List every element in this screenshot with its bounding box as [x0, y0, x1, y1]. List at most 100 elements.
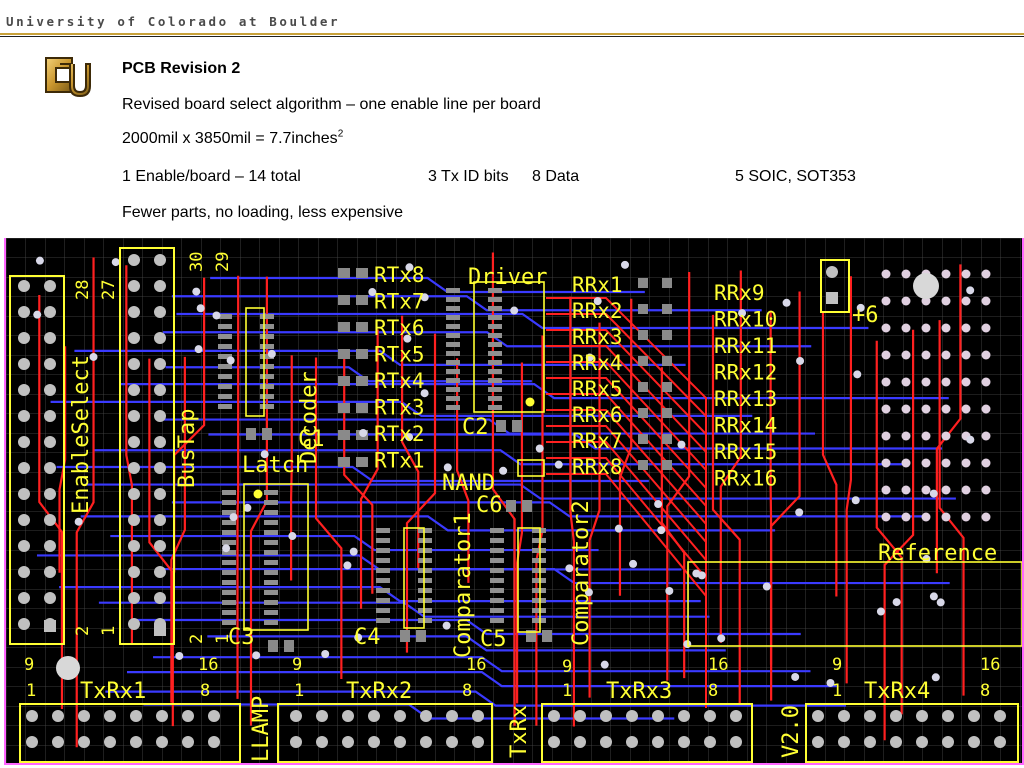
connector-pin-pad — [342, 736, 354, 748]
resistor-pad — [338, 322, 350, 332]
proto-hole — [961, 458, 971, 468]
via — [35, 256, 44, 265]
top-trace — [938, 320, 965, 696]
label-rrx14: RRx14 — [714, 414, 777, 438]
capacitor-pad — [512, 420, 522, 432]
label-txrx2: TxRx2 — [346, 679, 412, 704]
smd-pad — [418, 548, 432, 553]
smd-pad — [264, 540, 278, 545]
header-pin-pad — [154, 280, 166, 292]
smd-pad — [488, 315, 502, 320]
smd-pad — [222, 550, 236, 555]
bottom-trace — [93, 449, 908, 466]
label-rrx16: RRx16 — [714, 467, 777, 491]
connector-pin-pad — [182, 710, 194, 722]
proto-hole — [981, 512, 991, 522]
label-txrx1: TxRx1 — [80, 679, 146, 704]
via — [267, 349, 276, 358]
proto-hole — [901, 485, 911, 495]
via — [368, 288, 377, 297]
smd-pad — [532, 538, 546, 543]
smd-pad — [488, 405, 502, 410]
smd-pad — [222, 530, 236, 535]
resistor-pad — [356, 322, 368, 332]
proto-hole — [941, 323, 951, 333]
label-enable-select: EnableSelect — [69, 355, 94, 514]
label-rtx5: RTx5 — [374, 343, 425, 367]
label-rtx8: RTx8 — [374, 263, 425, 287]
smd-pad — [376, 608, 390, 613]
via — [212, 311, 221, 320]
smd-pad — [264, 550, 278, 555]
resistor-pad — [338, 403, 350, 413]
connector-pin-pad — [156, 710, 168, 722]
connector-pin-pad — [208, 736, 220, 748]
smd-pad — [532, 588, 546, 593]
label-nand: NAND — [442, 471, 495, 496]
proto-hole — [961, 350, 971, 360]
smd-pad — [532, 598, 546, 603]
resistor-pad — [662, 434, 672, 444]
resistor-pad — [356, 403, 368, 413]
label-rrx13: RRx13 — [714, 387, 777, 411]
smd-pad — [376, 558, 390, 563]
header-pin-pad — [154, 592, 166, 604]
connector-pin-pad — [342, 710, 354, 722]
via — [243, 503, 252, 512]
resistor-pad — [356, 295, 368, 305]
header-pin-pad — [128, 410, 140, 422]
proto-hole — [961, 377, 971, 387]
proto-hole — [921, 431, 931, 441]
pin-8-txrx3: 8 — [708, 681, 718, 701]
bottom-trace — [50, 400, 753, 417]
connector-pin-pad — [864, 710, 876, 722]
resistor-pad — [338, 430, 350, 440]
pin-1-txrx3: 1 — [562, 681, 572, 701]
connector-pin-pad — [316, 710, 328, 722]
connector-pin-pad — [942, 736, 954, 748]
smd-pad — [264, 490, 278, 495]
connector-pin-pad — [890, 736, 902, 748]
connector-pin-pad — [704, 710, 716, 722]
silkscreen-outlines — [9, 247, 1022, 763]
top-trace — [875, 340, 903, 715]
label-c2: C2 — [462, 415, 489, 440]
label-c5: C5 — [480, 627, 507, 652]
smd-pad — [488, 351, 502, 356]
label-lamp: LLAMP — [249, 696, 274, 762]
via — [420, 293, 429, 302]
resistor-pad — [662, 356, 672, 366]
smd-pad — [446, 297, 460, 302]
bottom-trace — [56, 465, 649, 483]
top-trace — [400, 315, 420, 568]
smd-pad — [446, 333, 460, 338]
header-pin-pad — [44, 332, 56, 344]
resistor-pad — [662, 330, 672, 340]
label-plus6: +6 — [852, 303, 879, 328]
connector-pin-pad — [626, 710, 638, 722]
proto-hole — [881, 377, 891, 387]
smd-pad — [418, 528, 432, 533]
header-pin-pad — [18, 488, 30, 500]
header-pin-pad — [154, 514, 166, 526]
via — [629, 559, 638, 568]
bottom-trace — [207, 635, 726, 652]
board-size-text: 2000mil x 3850mil = 7.7inches — [122, 130, 338, 147]
connector-pin-pad — [838, 710, 850, 722]
via — [620, 260, 629, 269]
top-trace — [236, 275, 240, 699]
label-txrx: TxRx — [507, 705, 532, 758]
bottom-trace — [105, 690, 846, 707]
via — [762, 582, 771, 591]
smd-pad — [490, 598, 504, 603]
connector-pin-pad — [26, 736, 38, 748]
smd-pad — [264, 600, 278, 605]
via — [717, 634, 726, 643]
header-pin-pad — [128, 332, 140, 344]
connector-pin-pad — [942, 710, 954, 722]
label-rrx7: RRx7 — [572, 429, 623, 453]
smd-pad — [488, 369, 502, 374]
bottom-trace — [110, 534, 599, 552]
top-trace — [569, 296, 575, 727]
label-comparator-2: Comparator2 — [569, 500, 594, 646]
